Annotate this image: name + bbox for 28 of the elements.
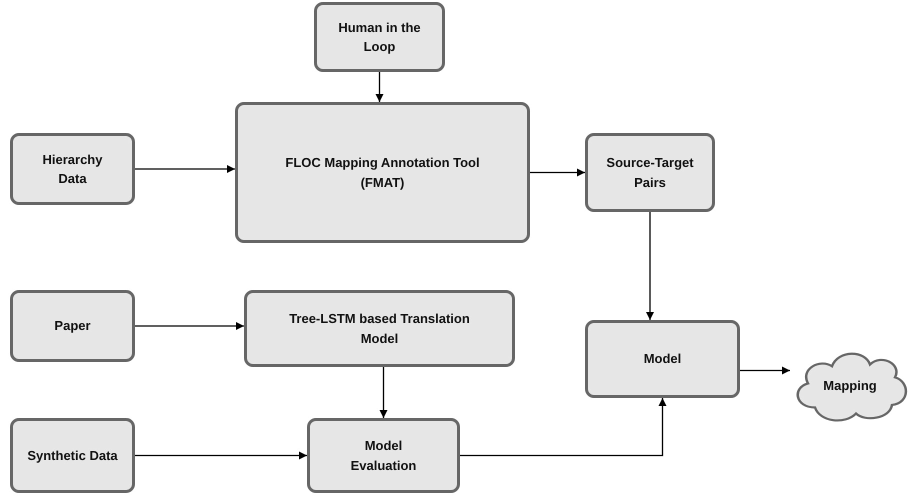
process-box [235, 102, 530, 243]
process-box [10, 418, 135, 493]
process-box [585, 133, 715, 212]
arrow [380, 367, 388, 418]
process-box [10, 290, 135, 362]
node-label: FLOC Mapping Annotation Tool (FMAT) [284, 154, 481, 192]
arrow [135, 322, 244, 330]
arrow [740, 366, 790, 374]
node-label: Human in the Loop [337, 18, 422, 56]
node-label: Synthetic Data [26, 446, 119, 465]
arrow [646, 212, 654, 320]
node-label: Hierarchy Data [42, 150, 104, 188]
process-box [314, 2, 445, 72]
node-label: Model [642, 350, 682, 368]
process-box [244, 290, 515, 367]
node-label: Paper [53, 317, 92, 336]
node-label: Mapping [822, 377, 878, 396]
process-box [10, 133, 135, 205]
arrow [530, 168, 585, 176]
arrow [135, 165, 235, 173]
process-box [585, 320, 740, 398]
arrow [460, 398, 666, 456]
node-label: Source-Target Pairs [605, 154, 695, 192]
arrow [135, 452, 307, 460]
process-box [307, 418, 460, 493]
arrow [376, 72, 384, 102]
node-label: Tree-LSTM based Translation Model [288, 310, 471, 348]
node-label: Model Evaluation [350, 437, 418, 474]
